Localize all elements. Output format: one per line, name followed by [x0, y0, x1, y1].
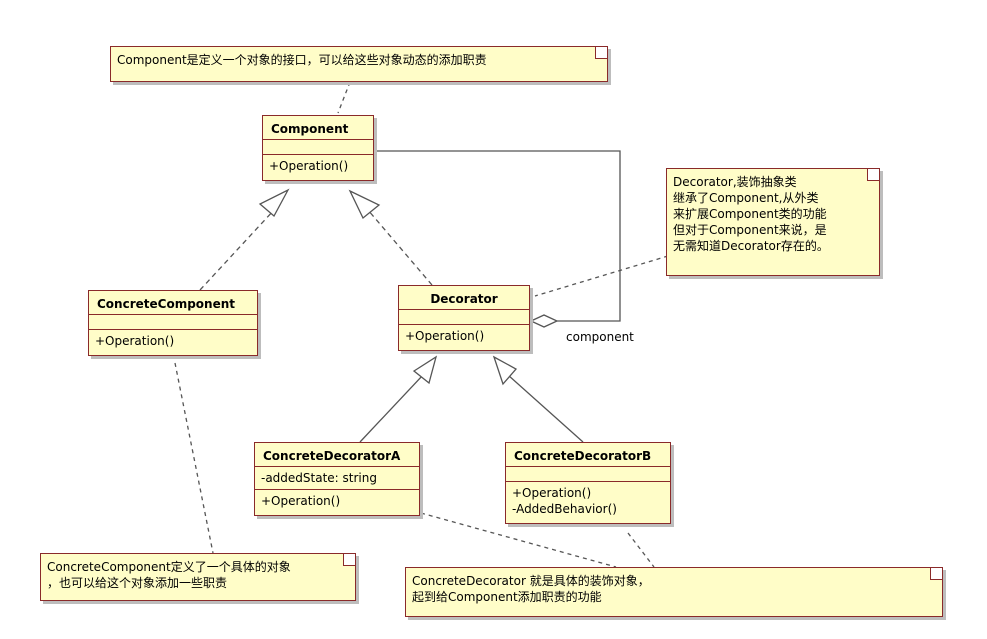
note-line: ConcreteComponent定义了一个具体的对象: [47, 560, 291, 574]
class-operations: +Operation(): [399, 325, 529, 350]
realization-concretecomponent-component: [199, 209, 275, 291]
class-operations: +Operation(): [255, 490, 419, 515]
operation: +Operation(): [512, 486, 592, 500]
aggregation-role-label: component: [566, 330, 634, 344]
note-decorator: Decorator,装饰抽象类 继承了Component,从外类 来扩展Comp…: [666, 168, 880, 276]
class-attributes: [263, 140, 373, 155]
class-name: ConcreteDecoratorB: [506, 443, 670, 467]
aggregation-diamond: [529, 314, 559, 328]
note-line: 起到给Component添加职责的功能: [412, 590, 602, 604]
operation: +Operation(): [269, 159, 349, 173]
class-attributes: [506, 467, 670, 482]
class-concrete-component: ConcreteComponent +Operation(): [88, 290, 258, 356]
note-fold-corner: [867, 169, 879, 181]
class-operations: +Operation(): [263, 155, 373, 180]
class-name: Decorator: [399, 286, 529, 310]
note-line: Decorator,装饰抽象类: [673, 175, 797, 189]
note-anchor-decorator: [534, 255, 669, 297]
class-attributes: -addedState: string: [255, 467, 419, 490]
note-line: 来扩展Component类的功能: [673, 207, 827, 221]
note-concrete-decorator: ConcreteDecorator 就是具体的装饰对象， 起到给Componen…: [405, 567, 943, 617]
operation: +Operation(): [405, 329, 485, 343]
note-fold-corner: [595, 47, 607, 59]
class-decorator: Decorator +Operation(): [398, 285, 530, 351]
class-name: ConcreteComponent: [89, 291, 257, 315]
note-fold-corner: [343, 554, 355, 566]
realization-arrowhead-left: [258, 188, 290, 218]
realization-arrowhead-right: [348, 189, 381, 220]
note-anchor-component: [337, 81, 351, 114]
note-line: ConcreteDecorator 就是具体的装饰对象，: [412, 574, 650, 588]
class-operations: +Operation(): [89, 330, 257, 355]
note-anchor-concrete-decorator-a: [420, 512, 617, 568]
note-anchor-concrete-decorator-b: [627, 532, 655, 568]
attribute: -addedState: string: [261, 471, 377, 485]
note-line: 无需知道Decorator存在的。: [673, 239, 829, 253]
class-component: Component +Operation(): [262, 115, 374, 181]
operation: -AddedBehavior(): [512, 502, 617, 516]
class-name: Component: [263, 116, 373, 140]
note-line: ，也可以给这个对象添加一些职责: [47, 576, 228, 590]
class-concrete-decorator-b: ConcreteDecoratorB +Operation() -AddedBe…: [505, 442, 671, 524]
generalization-decorator-b: [507, 374, 584, 443]
note-component: Component是定义一个对象的接口，可以给这些对象动态的添加职责: [110, 46, 608, 82]
generalization-arrowhead-b: [492, 355, 518, 386]
note-concrete-component: ConcreteComponent定义了一个具体的对象 ，也可以给这个对象添加一…: [40, 553, 356, 601]
class-attributes: [89, 315, 257, 330]
class-attributes: [399, 310, 529, 325]
generalization-decorator-a: [359, 374, 424, 443]
note-fold-corner: [930, 568, 942, 580]
generalization-arrowhead-a: [412, 355, 438, 385]
class-operations: +Operation() -AddedBehavior(): [506, 482, 670, 523]
note-line: 继承了Component,从外类: [673, 191, 819, 205]
note-line: Component是定义一个对象的接口，可以给这些对象动态的添加职责: [117, 53, 487, 67]
operation: +Operation(): [95, 334, 175, 348]
class-name: ConcreteDecoratorA: [255, 443, 419, 467]
note-anchor-concrete-component: [174, 362, 214, 554]
operation: +Operation(): [261, 494, 341, 508]
aggregation-line: [374, 150, 621, 322]
note-line: 但对于Component来说，是: [673, 223, 827, 237]
class-concrete-decorator-a: ConcreteDecoratorA -addedState: string +…: [254, 442, 420, 516]
realization-decorator-component: [367, 209, 433, 286]
